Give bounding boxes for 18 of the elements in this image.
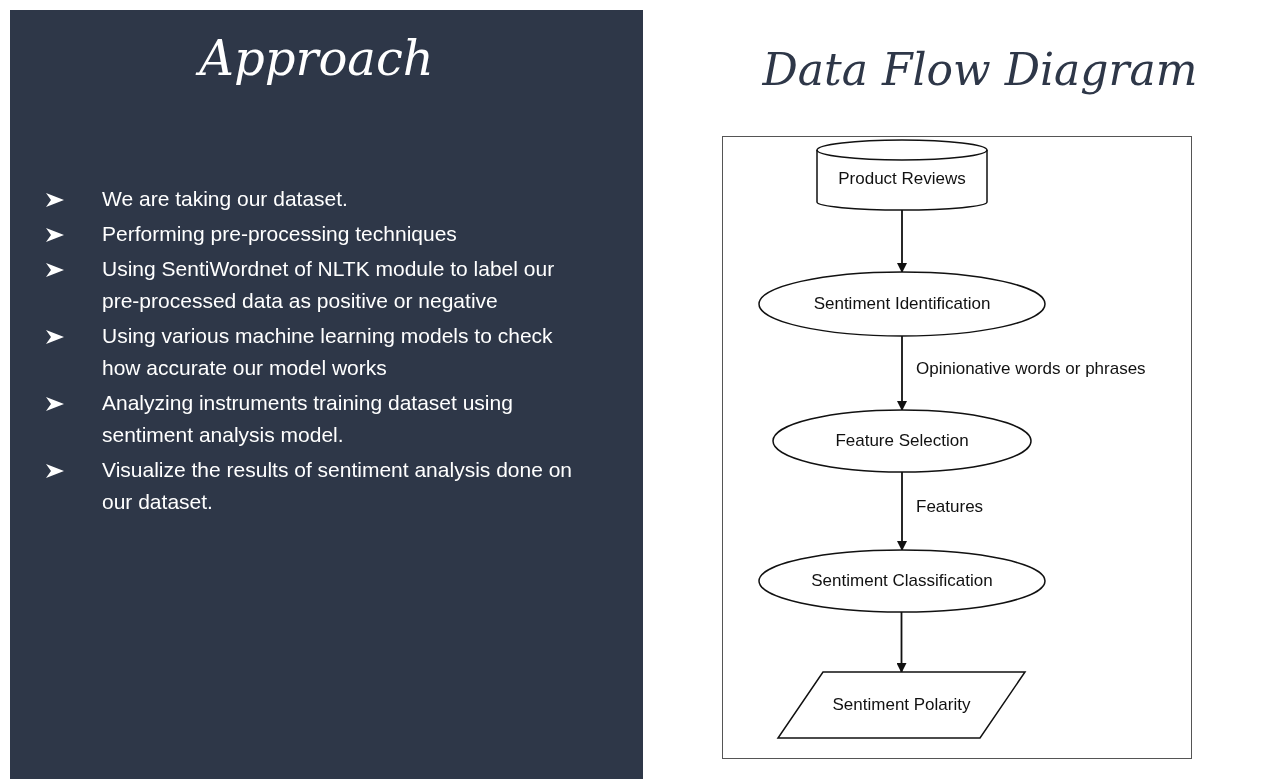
data-store-cylinder: Product Reviews <box>817 140 987 210</box>
bullet-text: Analyzing instruments training dataset using sentiment analysis model. <box>102 390 514 448</box>
heading: Data Flow Diagram <box>761 44 1199 95</box>
process-ellipse: Sentiment Identification <box>759 272 1045 336</box>
arrow <box>897 335 907 411</box>
bullet-text: Using SentiWordnet of NLTK module to label our pre-processed data as positive or negative <box>102 256 556 314</box>
process-ellipse: Sentiment Classification <box>759 550 1045 612</box>
bullet-text: Using various machine learning models to check how accurate our model works <box>102 323 554 381</box>
arrow <box>896 611 907 673</box>
output-parallelogram: Sentiment Polarity <box>778 672 1025 738</box>
arrow <box>897 471 907 551</box>
process-ellipse: Feature Selection <box>773 410 1031 472</box>
bullet-text: We are taking our dataset. <box>102 186 349 212</box>
bullet-text: Visualize the results of sentiment analysis done on our dataset. <box>102 457 574 515</box>
heading: Approach <box>0 30 633 86</box>
bullet-text: Performing pre-processing techniques <box>102 221 458 247</box>
edge-label: Opinionative words or phrases <box>916 359 1146 379</box>
arrow <box>897 209 907 273</box>
